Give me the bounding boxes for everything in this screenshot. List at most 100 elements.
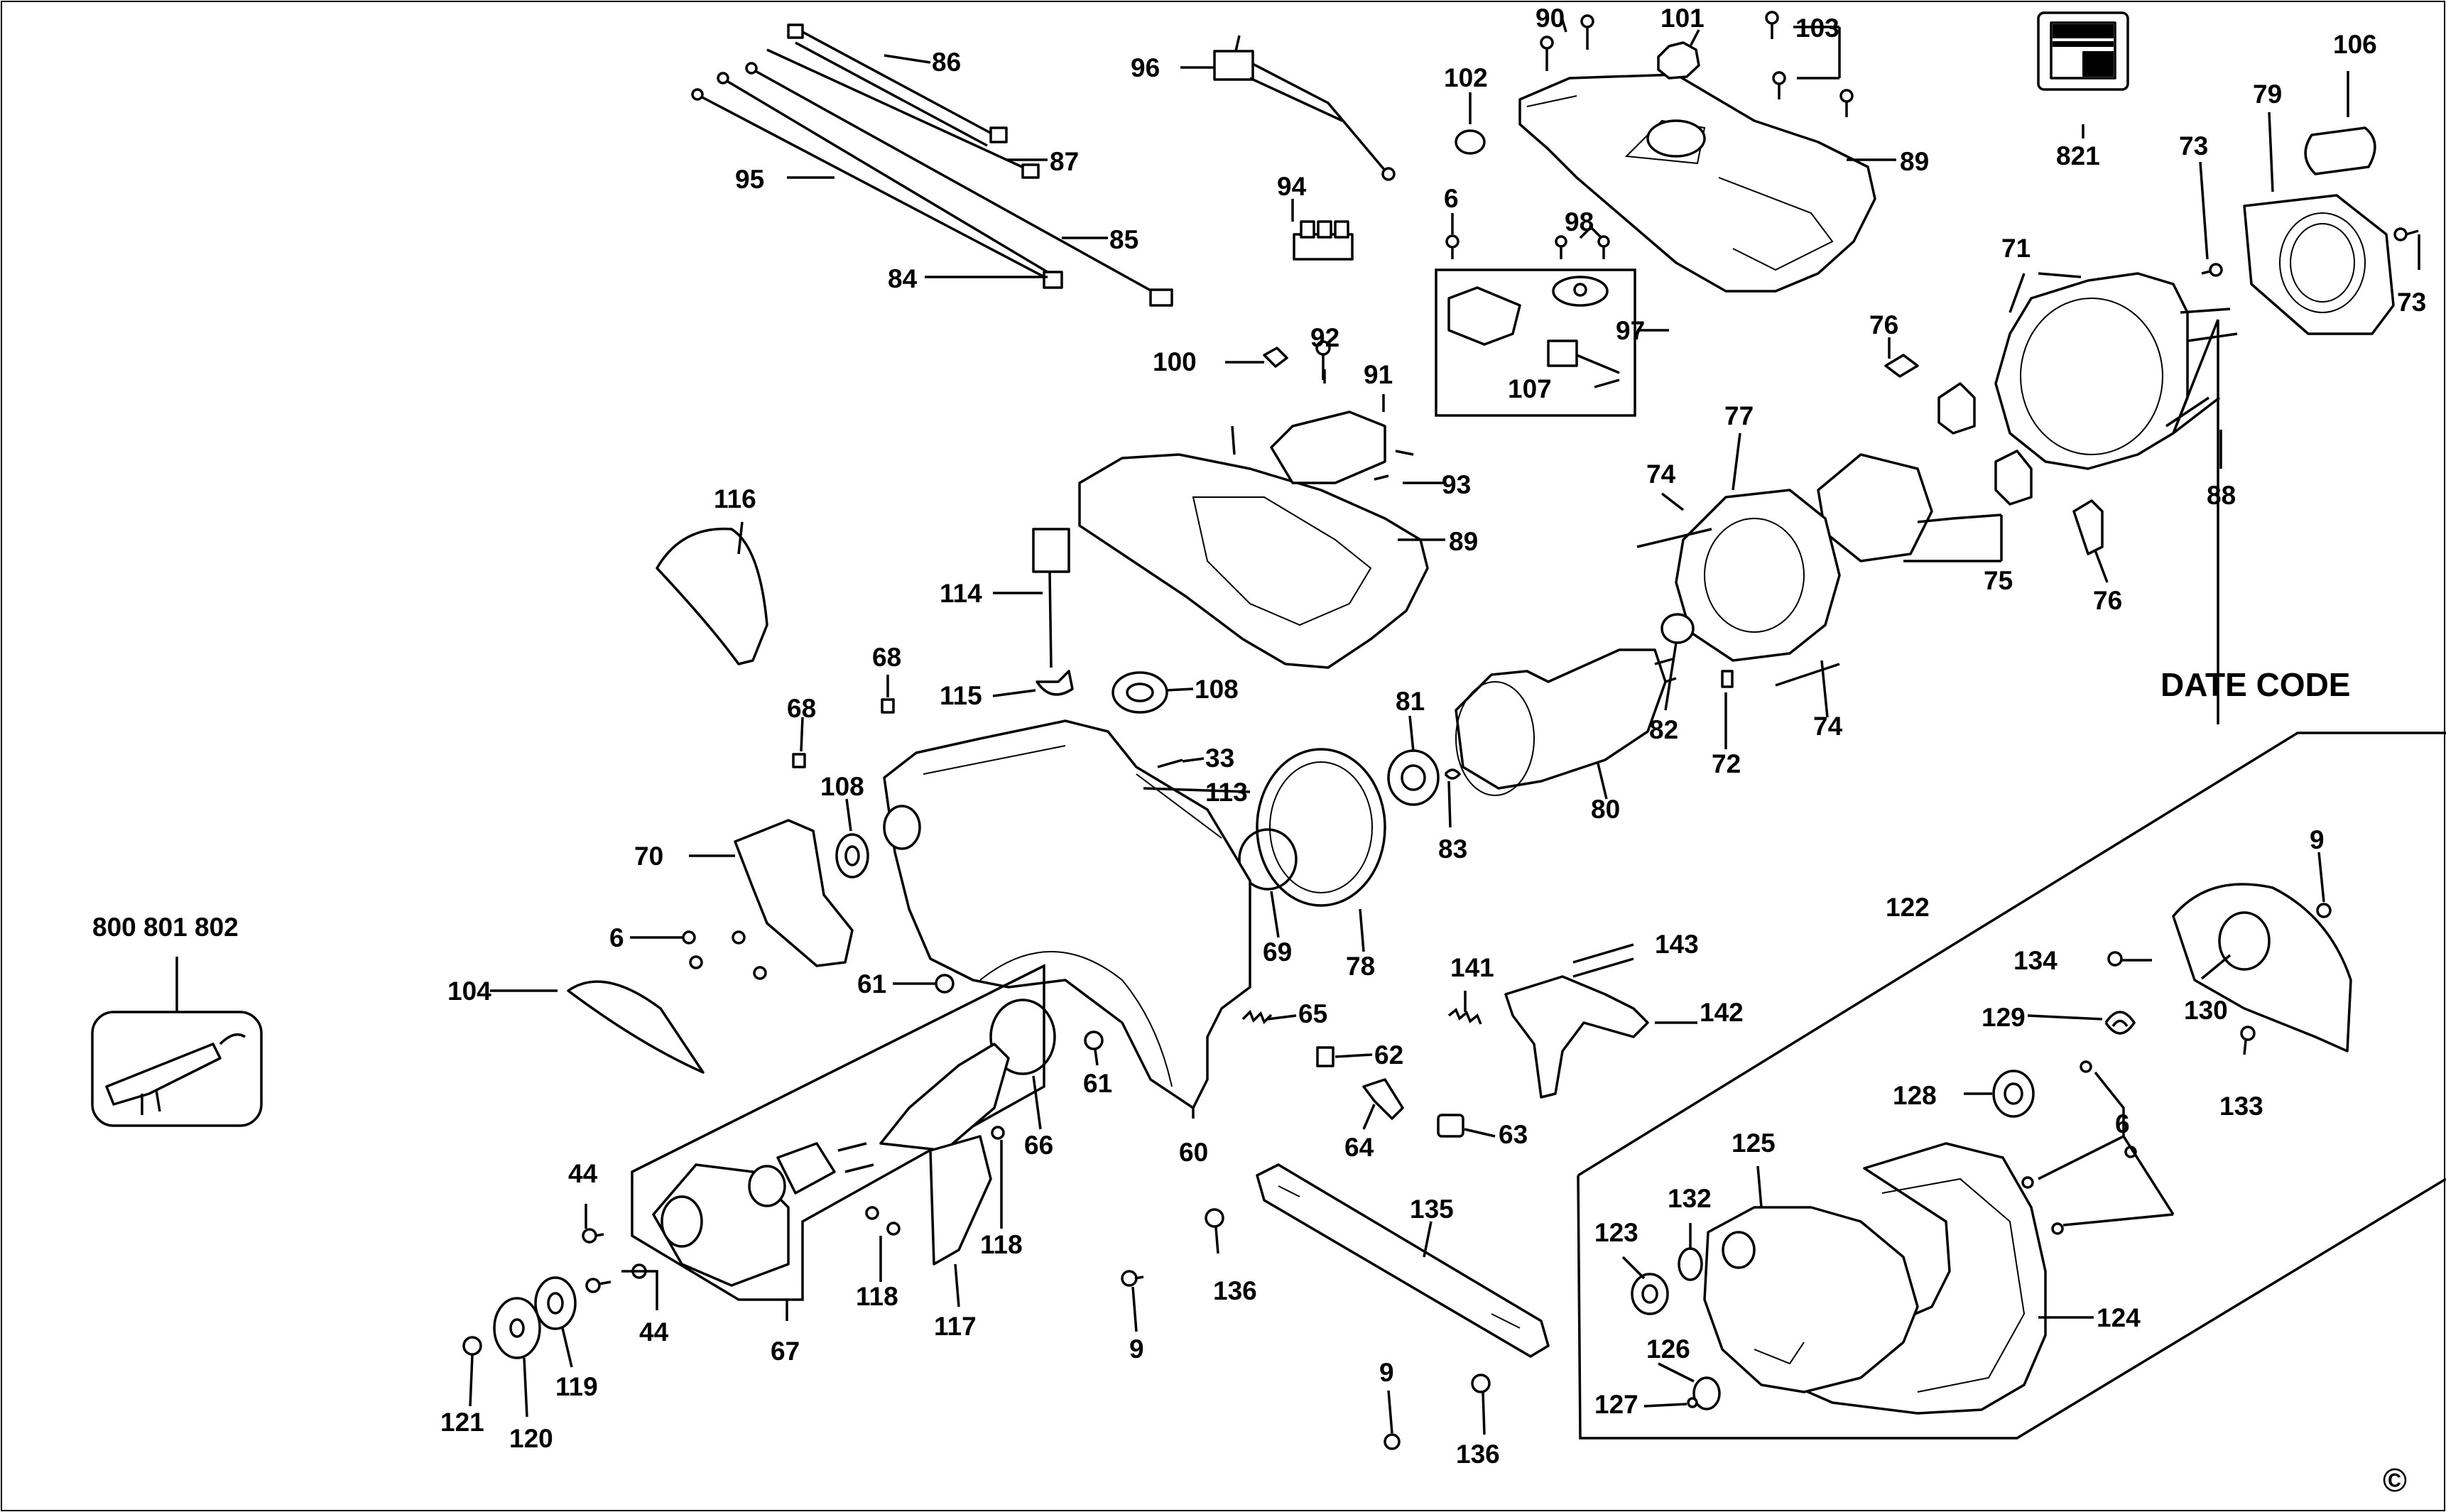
washer-108-b: [835, 833, 869, 879]
label-74-a: 74: [1646, 459, 1676, 489]
label-60: 60: [1179, 1138, 1208, 1167]
screw-9-guard: [2316, 903, 2332, 918]
label-77: 77: [1724, 401, 1754, 430]
label-100: 100: [1153, 347, 1197, 376]
label-133: 133: [2219, 1092, 2263, 1121]
label-9-a: 9: [1129, 1334, 1144, 1364]
nut-61-b: [1084, 1030, 1104, 1050]
label-117: 117: [934, 1312, 977, 1341]
brush-holders-75: [1817, 382, 2033, 562]
plug-106: [2304, 126, 2376, 175]
label-125: 125: [1732, 1128, 1776, 1158]
bush-102: [1455, 129, 1486, 155]
spring-129: [2104, 1011, 2136, 1035]
handle-cover-89: [1518, 73, 1876, 293]
washer-132: [1678, 1247, 1703, 1281]
kit-67: [631, 964, 1045, 1301]
label-63: 63: [1499, 1120, 1528, 1149]
kit-122-box: [1577, 731, 2446, 1440]
screw-92: [1315, 340, 1331, 380]
label-9-b: 9: [1379, 1358, 1394, 1387]
wire-85: [745, 62, 1173, 307]
label-135: 135: [1410, 1195, 1454, 1224]
pin-68-a: [881, 698, 895, 714]
wire-95: [717, 72, 1062, 282]
label-821: 821: [2056, 141, 2100, 170]
stator-77: [1675, 489, 1841, 662]
label-74-b: 74: [1813, 712, 1843, 741]
label-106: 106: [2333, 30, 2377, 59]
label-6-guard: 6: [2115, 1109, 2130, 1138]
plate-64: [1362, 1078, 1404, 1120]
screws-6-left: [682, 930, 767, 980]
label-76-a: 76: [1869, 310, 1898, 339]
brush-76-b: [2072, 499, 2104, 555]
label-89-top: 89: [1900, 147, 1929, 176]
rod-143: [1572, 943, 1634, 978]
key-72: [1721, 670, 1734, 688]
label-6-top: 6: [1444, 184, 1459, 213]
bracket-117: [929, 1135, 992, 1266]
bolt-9-a: [1121, 1270, 1144, 1287]
screw-33: [1157, 758, 1183, 768]
label-129: 129: [1982, 1003, 2026, 1032]
link-bar-135: [1256, 1163, 1550, 1358]
label-86: 86: [932, 48, 961, 77]
label-62: 62: [1374, 1040, 1403, 1070]
clip-100: [1263, 347, 1288, 368]
o-ring-69: [1238, 828, 1298, 891]
label-82: 82: [1649, 715, 1678, 744]
label-97: 97: [1616, 316, 1645, 345]
label-113: 113: [1205, 778, 1248, 807]
label-83: 83: [1438, 834, 1467, 864]
label-127: 127: [1594, 1390, 1638, 1419]
washer-82: [1660, 613, 1695, 644]
label-67: 67: [771, 1337, 800, 1366]
label-73-a: 73: [2179, 131, 2208, 161]
wire-87: [766, 48, 1040, 179]
wire-86: [787, 23, 1008, 147]
bolt-9-b: [1384, 1433, 1401, 1450]
label-89-arm: 89: [1449, 527, 1478, 556]
label-101: 101: [1660, 4, 1705, 33]
label-64: 64: [1344, 1133, 1374, 1162]
nut-136-b: [1471, 1374, 1491, 1393]
lever-142: [1504, 975, 1649, 1099]
label-116: 116: [714, 484, 756, 513]
nut-62: [1316, 1046, 1335, 1067]
cord-set-800: [91, 1011, 263, 1127]
bush-128: [1992, 1070, 2035, 1118]
badge-821: [2037, 11, 2129, 91]
armature-80: [1455, 648, 1677, 796]
screw-small-arm: [1231, 425, 1236, 455]
bearing-123: [1631, 1273, 1669, 1315]
label-120: 120: [509, 1424, 553, 1453]
pin-68-b: [792, 753, 806, 768]
label-44-b: 44: [639, 1317, 669, 1347]
screw-90: [1540, 14, 1594, 71]
lower-arm-89: [1078, 453, 1429, 669]
label-102: 102: [1444, 63, 1488, 92]
label-107: 107: [1508, 374, 1552, 403]
label-65: 65: [1298, 999, 1327, 1028]
label-73-b: 73: [2397, 288, 2426, 317]
label-124: 124: [2097, 1303, 2141, 1332]
screw-134: [2107, 951, 2123, 967]
wire-96-connector: [1213, 35, 1396, 181]
screw-118-c: [886, 1222, 901, 1236]
bolt-121: [462, 1336, 482, 1356]
washer-126: [1692, 1376, 1721, 1410]
label-79: 79: [2253, 80, 2282, 109]
label-84: 84: [888, 264, 918, 293]
nut-61-a: [935, 974, 955, 994]
knob-101: [1657, 41, 1700, 80]
label-98: 98: [1565, 207, 1594, 236]
label-104: 104: [447, 977, 491, 1006]
label-94: 94: [1277, 172, 1307, 201]
block-63: [1437, 1114, 1464, 1138]
bracket-70: [734, 819, 854, 967]
label-96: 96: [1131, 53, 1160, 82]
label-136-b: 136: [1456, 1440, 1500, 1469]
fan-cover-79: [2243, 194, 2395, 335]
